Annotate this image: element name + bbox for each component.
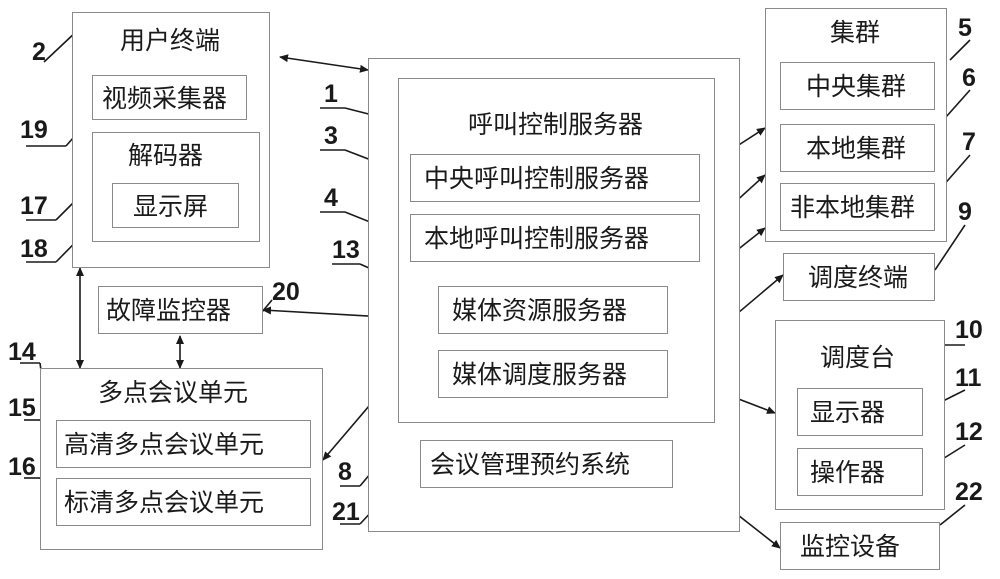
console-display-label: 显示器 xyxy=(810,398,886,427)
video-collector-box xyxy=(92,75,247,120)
nonlocal-cluster-label: 非本地集群 xyxy=(790,193,916,222)
ref-7: 7 xyxy=(962,128,976,156)
monitor-device-box xyxy=(780,522,940,570)
ref-18: 18 xyxy=(20,235,48,263)
local-call-server-label: 本地呼叫控制服务器 xyxy=(424,224,650,253)
display-screen-label: 显示屏 xyxy=(133,192,209,221)
ref-5: 5 xyxy=(958,14,972,42)
console-operator-label: 操作器 xyxy=(810,458,886,487)
media-resource-server-label: 媒体资源服务器 xyxy=(452,296,628,325)
display-screen-box xyxy=(112,183,239,228)
console-display-box xyxy=(797,388,923,436)
sd-mcu-box xyxy=(56,478,311,526)
ref-12: 12 xyxy=(955,418,983,446)
nonlocal-cluster-box xyxy=(780,183,935,231)
ref-22: 22 xyxy=(955,478,983,506)
video-collector-label: 视频采集器 xyxy=(102,84,228,113)
central-cluster-label: 中央集群 xyxy=(806,72,907,101)
ref-13: 13 xyxy=(332,236,360,264)
ref-20: 20 xyxy=(272,278,300,306)
ref-19: 19 xyxy=(20,116,48,144)
conference-mgmt-box xyxy=(420,440,673,488)
dispatch-terminal-label: 调度终端 xyxy=(808,263,909,292)
ref-10: 10 xyxy=(955,316,983,344)
ref-16: 16 xyxy=(8,453,36,481)
sd-mcu-label: 标清多点会议单元 xyxy=(64,488,265,517)
mcu-title: 多点会议单元 xyxy=(98,378,249,407)
arrow-terminal-center xyxy=(279,54,369,73)
conference-mgmt-label: 会议管理预约系统 xyxy=(430,450,631,479)
ref-11: 11 xyxy=(955,364,982,392)
ref-15: 15 xyxy=(8,394,36,422)
ref-6: 6 xyxy=(962,64,976,92)
fault-monitor-box xyxy=(98,286,263,334)
fault-monitor-label: 故障监控器 xyxy=(106,296,232,325)
hd-mcu-label: 高清多点会议单元 xyxy=(64,430,265,459)
cluster-title: 集群 xyxy=(830,18,881,47)
media-dispatch-server-box xyxy=(438,350,668,398)
local-cluster-box xyxy=(780,124,935,172)
media-dispatch-server-label: 媒体调度服务器 xyxy=(452,360,628,389)
console-operator-box xyxy=(797,448,923,496)
ref-21: 21 xyxy=(332,498,360,526)
central-cluster-box xyxy=(780,62,935,110)
dispatch-console-title: 调度台 xyxy=(820,343,896,372)
media-resource-server-box xyxy=(438,286,668,334)
local-call-server-box xyxy=(410,214,700,262)
user-terminal-title: 用户终端 xyxy=(120,26,221,55)
ref-2: 2 xyxy=(32,38,46,66)
ref-17: 17 xyxy=(20,192,48,220)
local-cluster-label: 本地集群 xyxy=(806,134,907,163)
central-call-server-label: 中央呼叫控制服务器 xyxy=(424,164,650,193)
monitor-device-label: 监控设备 xyxy=(800,532,901,561)
ref-8: 8 xyxy=(338,458,352,486)
call-control-title: 呼叫控制服务器 xyxy=(468,110,644,139)
ref-14: 14 xyxy=(8,338,36,366)
ref-3: 3 xyxy=(324,122,338,150)
dispatch-terminal-box xyxy=(783,253,935,301)
ref-4: 4 xyxy=(324,184,338,212)
decoder-title: 解码器 xyxy=(128,141,204,170)
ref-1: 1 xyxy=(324,80,338,108)
ref-9: 9 xyxy=(958,198,972,226)
central-call-server-box xyxy=(410,154,700,202)
hd-mcu-box xyxy=(56,420,311,468)
